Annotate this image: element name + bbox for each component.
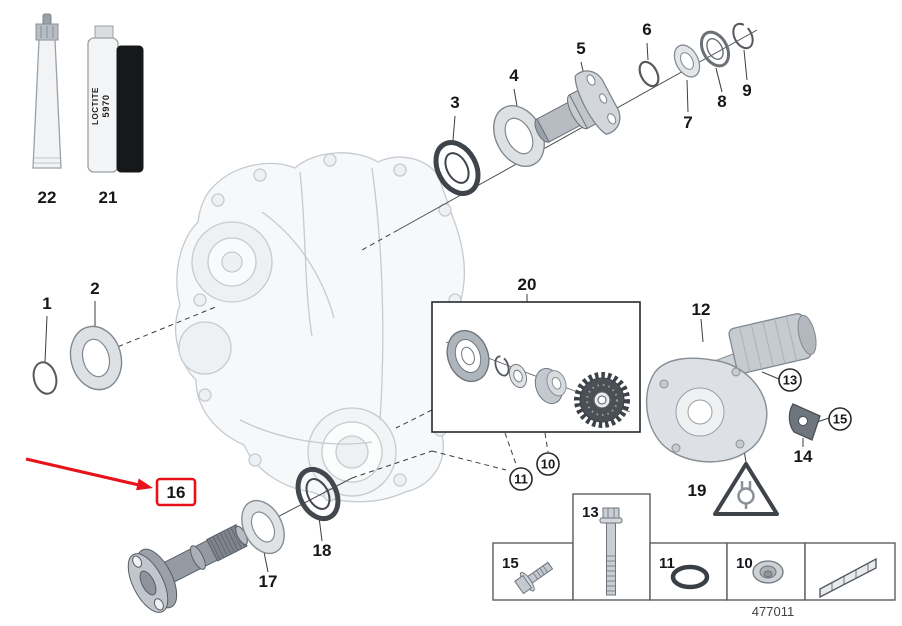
callout-label: 9 [742,81,751,100]
callout-label: 7 [683,113,692,132]
part-7-washer [673,44,701,78]
callout-label: 6 [642,20,651,39]
fastener-legend-table [492,493,896,601]
part-3-shaft-seal [433,140,481,196]
callout-4: 4 [509,66,519,85]
callout-label: 16 [167,483,186,502]
part-16-drive-flange [127,523,248,613]
callout-label: 13 [783,373,797,388]
callout-circle [509,467,533,491]
part-18-shaft-seal [295,466,341,522]
legend-label-15: 15 [502,555,519,572]
callout-label: 3 [450,93,459,112]
callout-18: 18 [313,541,332,560]
highlight-arrow [25,457,153,491]
callout-label: 2 [90,279,99,298]
loctite-bottle-21: LOCTITE 5970 [87,25,144,173]
subassembly-sprocket [574,372,630,428]
callout-label: 10 [541,457,555,472]
callout-label: 1 [42,294,51,313]
callout-9: 9 [742,81,751,100]
subassembly-circlip [494,355,510,377]
electrical-warning-triangle-icon [713,462,779,516]
callout-label: 14 [794,447,813,466]
part-12-actuator-motor [645,313,817,463]
callout-label: 12 [692,300,711,319]
part-8-seal-ring [699,30,731,68]
drain-plug-icon [752,560,784,584]
callout-11-circled: 11 [509,467,533,491]
callout-label: 8 [717,92,726,111]
legend-cell-11 [649,542,728,601]
callout-5: 5 [576,39,585,58]
callout-circle [828,407,852,431]
callout-label: 21 [99,188,118,207]
legend-label-13: 13 [582,504,599,521]
subassembly-hub [534,368,567,404]
callout-21: 21 [99,188,118,207]
callout-14: 14 [794,447,813,466]
callout-label: 18 [313,541,332,560]
legend-cell-shim [804,542,896,601]
callout-label: 19 [688,481,707,500]
loctite-brand-text: LOCTITE [91,87,100,125]
callout-6: 6 [642,20,651,39]
subassembly-box-20 [431,301,641,433]
callout-label: 20 [518,275,537,294]
subassembly-washer [508,363,528,389]
part-6-o-ring [638,60,660,88]
part-1-o-ring [32,361,58,395]
callout-22: 22 [38,188,57,207]
callout-label: 11 [514,472,528,487]
callout-8: 8 [717,92,726,111]
diagram-part-number: 477011 [752,604,794,619]
callout-20: 20 [518,275,537,294]
flange-bolt-icon [514,561,554,595]
callout-16-boxed: 16 [155,477,197,507]
callout-7: 7 [683,113,692,132]
o-ring-icon [670,564,710,590]
callout-13-circled: 13 [778,368,802,392]
callout-label: 5 [576,39,585,58]
loctite-product-text: 5970 [101,94,112,117]
callout-label: 4 [509,66,519,85]
callout-label: 17 [259,572,278,591]
long-bolt-icon [599,507,623,596]
callout-15-circled: 15 [828,407,852,431]
callout-19: 19 [688,481,707,500]
callout-1: 1 [42,294,51,313]
wedge-shim-icon [819,557,877,599]
part-14-bracket [788,403,821,441]
part-17-washer [241,499,285,555]
highlight-box [155,477,197,507]
callout-label: 22 [38,188,57,207]
part-5-output-flange [534,70,621,143]
legend-label-11: 11 [659,555,675,572]
power-plug-icon [737,481,755,509]
callout-2: 2 [90,279,99,298]
callout-3: 3 [450,93,459,112]
callout-10-circled: 10 [536,452,560,476]
callout-12: 12 [692,300,711,319]
callout-label: 15 [833,412,847,427]
part-9-snap-ring [732,22,754,50]
transfer-case-housing [174,152,466,503]
part-2-shim-ring [69,325,123,391]
sealant-tube-22 [32,13,62,169]
callout-circle [778,368,802,392]
callout-17: 17 [259,572,278,591]
callout-circle [536,452,560,476]
subassembly-seal [446,329,490,383]
legend-label-10: 10 [736,555,753,572]
